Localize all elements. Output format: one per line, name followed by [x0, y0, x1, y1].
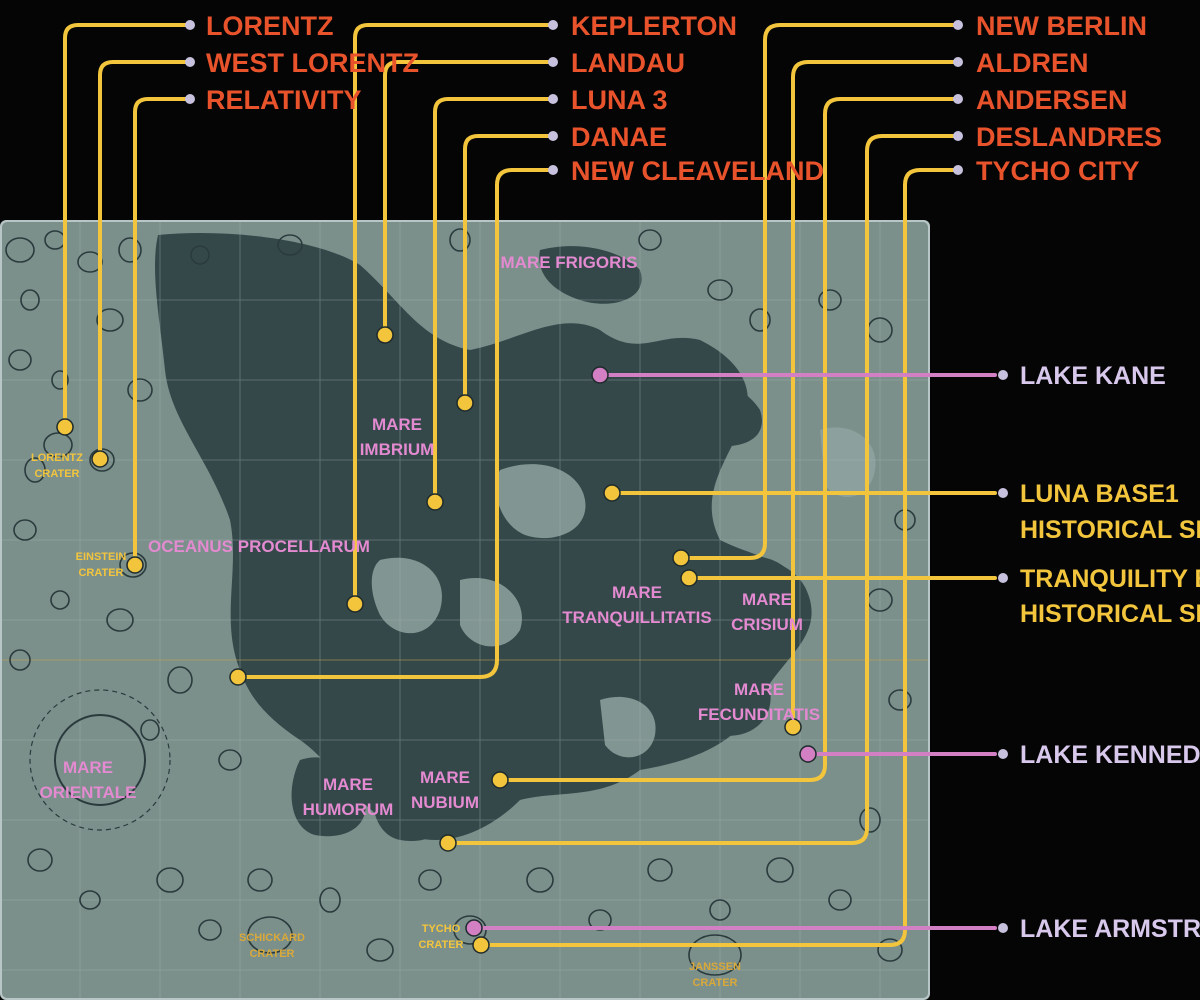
region-mare-nubium-line2: NUBIUM	[411, 793, 479, 812]
label-luna-base-1: LUNA BASE1	[1020, 480, 1179, 508]
marker-luna-base-1	[603, 484, 621, 502]
marker-andersen	[491, 771, 509, 789]
leader-relativity	[133, 97, 192, 567]
marker-tranquility-base	[680, 569, 698, 587]
crater-tycho-line2: CRATER	[418, 939, 463, 951]
marker-lake-armstrong	[465, 919, 483, 937]
marker-danae	[456, 394, 474, 412]
label-bullets	[185, 20, 1008, 933]
label-tycho-city: TYCHO CITY	[976, 156, 1140, 186]
region-mare-orientale-line1: MARE	[63, 758, 113, 777]
marker-keplerton	[346, 595, 364, 613]
leader-keplerton	[353, 23, 555, 606]
leader-danae	[463, 134, 555, 405]
leader-deslandres	[446, 134, 960, 845]
region-mare-frigoris: MARE FRIGORIS	[501, 253, 638, 272]
crater-lorentz-line1: LORENTZ	[31, 452, 83, 464]
maria-layer	[155, 233, 812, 841]
crater-field	[5, 228, 916, 976]
marker-lake-kane	[591, 366, 609, 384]
leader-luna3	[433, 97, 555, 504]
leader-andersen	[498, 97, 960, 782]
marker-lorentz	[56, 418, 74, 436]
label-aldren: ALDREN	[976, 48, 1089, 78]
highland-layer	[371, 427, 876, 758]
region-oceanus-procellarum: OCEANUS PROCELLARUM	[148, 537, 370, 556]
leader-new-cleaveland	[236, 168, 555, 679]
marker-new-cleaveland	[229, 668, 247, 686]
leader-lines-pink	[472, 373, 997, 930]
site-markers-pink	[465, 366, 817, 937]
label-keplerton: KEPLERTON	[571, 11, 737, 41]
region-mare-crisium-line1: MARE	[742, 590, 792, 609]
label-andersen: ANDERSEN	[976, 85, 1128, 115]
region-mare-orientale-line2: ORIENTALE	[40, 783, 137, 802]
label-relativity: RELATIVITY	[206, 85, 362, 115]
label-new-berlin: NEW BERLIN	[976, 11, 1147, 41]
label-deslandres: DESLANDRES	[976, 122, 1162, 152]
region-mare-imbrium-line1: MARE	[372, 415, 422, 434]
marker-relativity	[126, 556, 144, 574]
crater-einstein-line1: EINSTEIN	[76, 551, 127, 563]
leader-aldren	[791, 60, 960, 729]
crater-lorentz-line2: CRATER	[34, 468, 79, 480]
marker-aldren	[784, 718, 802, 736]
label-lake-kane: LAKE KANE	[1020, 362, 1166, 390]
crater-schickard-line1: SCHICKARD	[239, 932, 305, 944]
label-tranquility-base-sub: HISTORICAL SITE	[1020, 600, 1200, 628]
marker-landau	[376, 326, 394, 344]
region-mare-nubium-line1: MARE	[420, 768, 470, 787]
label-lake-armstrong: LAKE ARMSTRONG	[1020, 915, 1200, 943]
marker-new-berlin	[672, 549, 690, 567]
marker-tycho-city	[472, 936, 490, 954]
marker-deslandres	[439, 834, 457, 852]
leader-new-berlin	[679, 23, 960, 560]
marker-west-lorentz	[91, 450, 109, 468]
site-markers-yellow	[56, 326, 802, 954]
leader-lines-yellow	[63, 23, 997, 947]
crater-janssen-line2: CRATER	[692, 977, 737, 989]
crater-einstein-line2: CRATER	[78, 567, 123, 579]
label-lorentz: LORENTZ	[206, 11, 334, 41]
region-mare-fecunditatis-line2: FECUNDITATIS	[698, 705, 820, 724]
leader-lorentz	[63, 23, 192, 429]
leader-west-lorentz	[98, 60, 192, 461]
crater-tycho-line1: TYCHO	[422, 923, 461, 935]
label-danae: DANAE	[571, 122, 667, 152]
label-luna3: LUNA 3	[571, 85, 668, 115]
region-mare-imbrium-line2: IMBRIUM	[360, 440, 435, 459]
label-new-cleaveland: NEW CLEAVELAND	[571, 156, 824, 186]
region-mare-humorum-line2: HUMORUM	[303, 800, 394, 819]
label-landau: LANDAU	[571, 48, 685, 78]
crater-schickard-line2: CRATER	[249, 948, 294, 960]
label-luna-base-1-sub: HISTORICAL SITE	[1020, 516, 1200, 544]
crater-janssen-line1: JANSSEN	[689, 961, 741, 973]
region-mare-tranquillitatis-line1: MARE	[612, 583, 662, 602]
region-mare-fecunditatis-line1: MARE	[734, 680, 784, 699]
region-mare-tranquillitatis-line2: TRANQUILLITATIS	[562, 608, 712, 627]
marker-lake-kennedy	[799, 745, 817, 763]
region-mare-crisium-line2: CRISIUM	[731, 615, 803, 634]
leader-tycho-city	[479, 168, 960, 947]
region-mare-humorum-line1: MARE	[323, 775, 373, 794]
label-lake-kennedy: LAKE KENNEDY	[1020, 741, 1200, 769]
marker-luna3	[426, 493, 444, 511]
leader-landau	[383, 60, 555, 337]
label-tranquility-base: TRANQUILITY BASE	[1020, 565, 1200, 593]
label-west-lorentz: WEST LORENTZ	[206, 48, 419, 78]
map-grid	[0, 220, 930, 1000]
